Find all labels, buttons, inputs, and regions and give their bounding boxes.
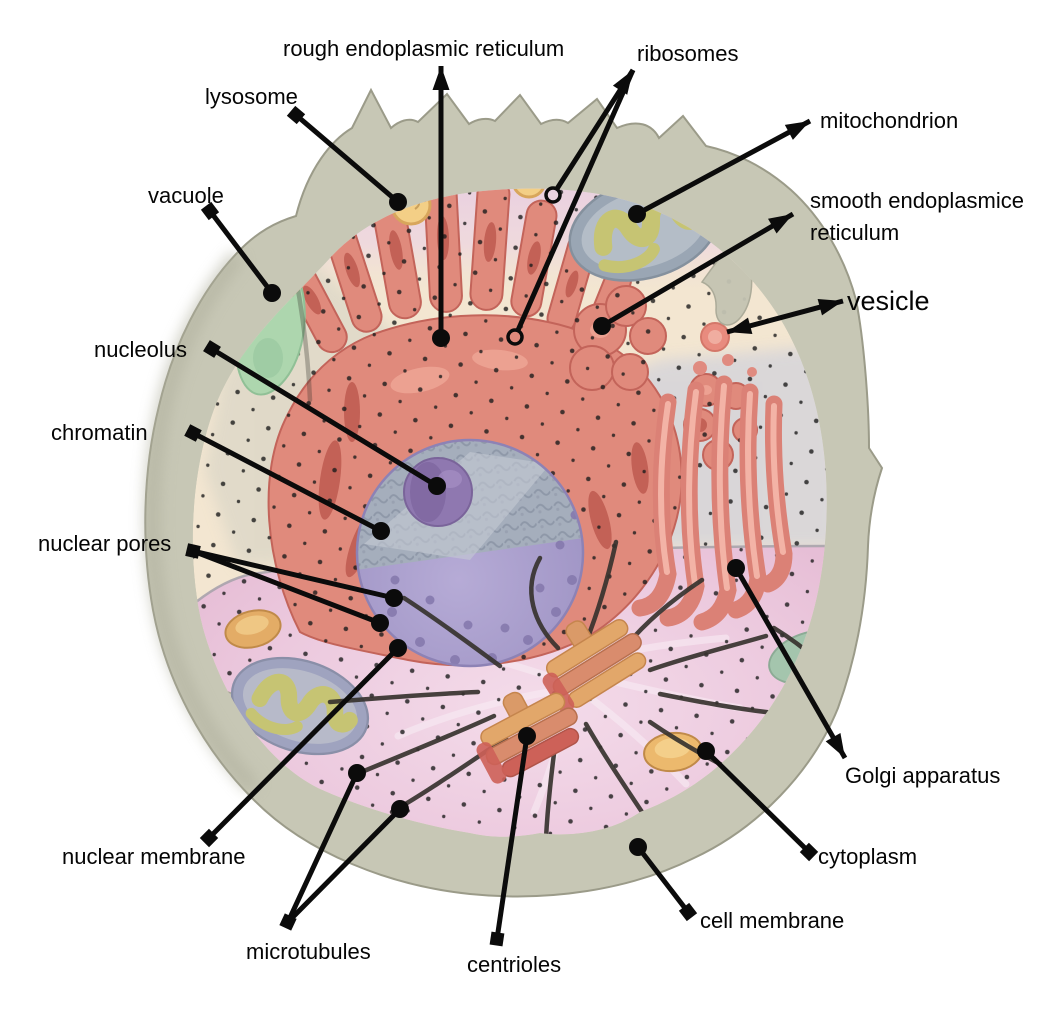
- leader-dot: [348, 764, 366, 782]
- leader-square: [199, 828, 219, 848]
- label-nucleolus-line1: nucleolus: [94, 337, 187, 362]
- leader-ring: [506, 328, 524, 346]
- label-lysosome: lysosome: [205, 84, 298, 109]
- leader-line-lysosome: [294, 113, 400, 204]
- leader-arrow: [767, 214, 793, 234]
- label-cytoplasm: cytoplasm: [818, 844, 917, 869]
- nuclear-membrane-graphic: [355, 438, 585, 668]
- vesicle-graphic: [700, 322, 730, 352]
- leader-square: [203, 340, 221, 358]
- leader-line-microtubules: [286, 807, 402, 924]
- leader-line-nuclear-pores: [192, 548, 395, 601]
- label-vesicle-line1: vesicle: [847, 286, 930, 316]
- label-chromatin-line1: chromatin: [51, 420, 148, 445]
- label-cell-membrane-line1: cell membrane: [700, 908, 844, 933]
- golgi-apparatus-graphic: [631, 354, 793, 631]
- leader-dot: [593, 317, 611, 335]
- leader-dot: [428, 477, 446, 495]
- leader-dot: [391, 800, 409, 818]
- leader-dot: [385, 589, 403, 607]
- secretory-disk-left: [224, 609, 282, 649]
- leader-line-vacuole: [208, 209, 274, 295]
- label-nuclear-membrane: nuclear membrane: [62, 844, 245, 869]
- leader-dot: [629, 838, 647, 856]
- label-vesicle: vesicle: [847, 286, 930, 316]
- leader-line-centrioles: [494, 735, 530, 940]
- label-centrioles-line1: centrioles: [467, 952, 561, 977]
- leader-square: [799, 842, 819, 862]
- label-mitochondrion: mitochondrion: [820, 108, 958, 133]
- leader-square: [678, 902, 698, 922]
- label-ribosomes: ribosomes: [637, 41, 738, 66]
- label-chromatin: chromatin: [51, 420, 148, 445]
- label-ribosomes-line1: ribosomes: [637, 41, 738, 66]
- leader-square: [489, 931, 505, 947]
- leader-square: [200, 201, 220, 221]
- leader-line-chromatin: [191, 430, 383, 534]
- label-lysosome-line1: lysosome: [205, 84, 298, 109]
- label-microtubules: microtubules: [246, 939, 371, 964]
- label-nuclear-pores: nuclear pores: [38, 531, 171, 556]
- label-nuclear-pores-line1: nuclear pores: [38, 531, 171, 556]
- leader-arrow: [825, 732, 845, 758]
- leader-dot: [389, 639, 407, 657]
- label-golgi-apparatus-line1: Golgi apparatus: [845, 763, 1000, 788]
- leader-line-nuclear-membrane: [207, 646, 400, 840]
- leader-line-cell-membrane: [636, 845, 690, 914]
- label-nucleolus: nucleolus: [94, 337, 187, 362]
- labels-layer: rough endoplasmic reticulum ribosomes lyso…: [38, 36, 1024, 977]
- label-smooth-endoplasmic-reticulum-line1: smooth endoplasmice: [810, 188, 1024, 213]
- label-microtubules-line1: microtubules: [246, 939, 371, 964]
- label-smooth-endoplasmic-reticulum-line2: reticulum: [810, 220, 899, 245]
- leader-dot: [389, 193, 407, 211]
- label-smooth-endoplasmic-reticulum: smooth endoplasmice reticulum: [810, 188, 1024, 245]
- leader-ring: [544, 186, 562, 204]
- label-vacuole: vacuole: [148, 183, 224, 208]
- label-vacuole-line1: vacuole: [148, 183, 224, 208]
- leader-dot: [628, 205, 646, 223]
- leader-dot: [518, 727, 536, 745]
- leader-dot: [727, 559, 745, 577]
- leader-arrow: [432, 66, 450, 90]
- leader-line-nuclear-pores: [192, 548, 381, 626]
- label-centrioles: centrioles: [467, 952, 561, 977]
- label-rough-endoplasmic-reticulum: rough endoplasmic reticulum: [283, 36, 564, 61]
- leader-arrow: [727, 317, 753, 335]
- leader-square: [184, 424, 202, 442]
- leader-dot: [263, 284, 281, 302]
- leader-line-ribosomes: [515, 68, 636, 332]
- leader-arrow: [817, 298, 843, 316]
- leader-line-microtubules: [285, 771, 360, 924]
- leader-line-nucleolus: [210, 346, 439, 489]
- label-golgi-apparatus: Golgi apparatus: [845, 763, 1000, 788]
- leader-square: [286, 105, 306, 125]
- label-nuclear-membrane-line1: nuclear membrane: [62, 844, 245, 869]
- label-cell-membrane: cell membrane: [700, 908, 844, 933]
- label-mitochondrion-line1: mitochondrion: [820, 108, 958, 133]
- leader-line-smooth-endoplasmic-reticulum: [600, 211, 795, 329]
- leader-dot: [371, 614, 389, 632]
- vacuole-texture: [253, 338, 283, 378]
- mitochondrion-bottom-graphic: [230, 656, 370, 756]
- leader-line-golgi-apparatus: [733, 566, 848, 760]
- label-rough-endoplasmic-reticulum-line1: rough endoplasmic reticulum: [283, 36, 564, 61]
- leader-arrow: [784, 121, 810, 140]
- leader-dot: [372, 522, 390, 540]
- label-cytoplasm-line1: cytoplasm: [818, 844, 917, 869]
- leader-line-cytoplasm: [704, 749, 811, 854]
- cell-membrane-shading: [144, 250, 260, 794]
- leader-dot: [697, 742, 715, 760]
- leader-line-mitochondrion: [635, 118, 812, 217]
- leader-dot: [432, 329, 450, 347]
